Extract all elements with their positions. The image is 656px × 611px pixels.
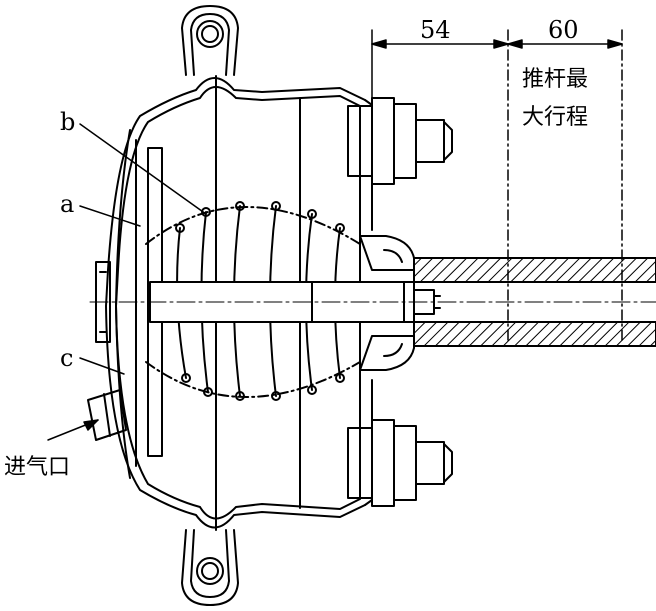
label-c: c [60, 344, 73, 372]
label-inlet: 进气口 [4, 455, 70, 480]
dimension-lines [371, 29, 623, 341]
top-mounting-bracket [181, 5, 239, 76]
dimension-54: 54 [420, 16, 451, 44]
leader-lines [47, 123, 207, 441]
label-a: a [60, 190, 74, 218]
clevis-tube [413, 257, 656, 347]
bottom-bolt [347, 419, 453, 507]
bottom-mounting-bracket [181, 529, 239, 606]
top-bolt [347, 97, 453, 185]
dimension-60: 60 [548, 16, 579, 44]
stroke-label-line2: 大行程 [522, 105, 588, 130]
stroke-label-line1: 推杆最 [522, 67, 588, 92]
inlet-port [87, 389, 127, 441]
label-b: b [60, 108, 75, 136]
